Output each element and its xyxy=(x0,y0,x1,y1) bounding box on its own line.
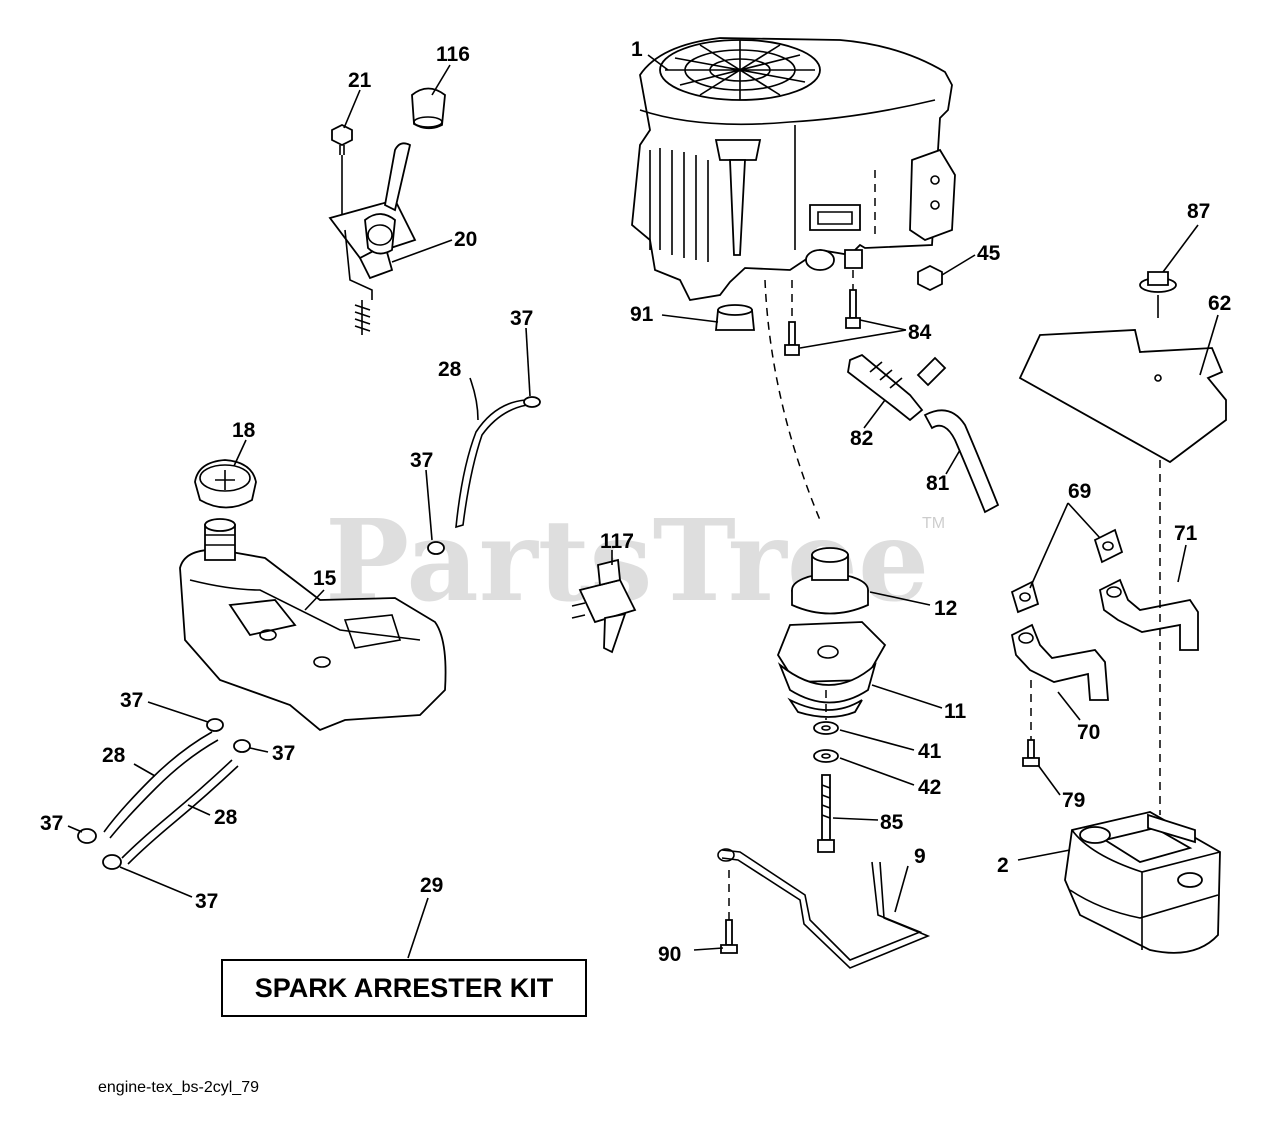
spark-arrester-kit-box[interactable]: SPARK ARRESTER KIT xyxy=(221,959,587,1017)
callout-2: 2 xyxy=(997,854,1009,877)
callout-117: 117 xyxy=(600,530,634,553)
callout-116: 116 xyxy=(436,43,470,66)
exhaust-pipe-right-part[interactable] xyxy=(1098,578,1199,651)
callout-12: 12 xyxy=(934,597,957,620)
callout-1: 1 xyxy=(631,38,643,61)
fuel-shutoff-valve-part[interactable] xyxy=(571,558,637,654)
callout-37-lower-d: 37 xyxy=(195,890,218,913)
fuel-cap-part[interactable] xyxy=(194,459,257,509)
flange-bolt-part[interactable] xyxy=(1139,271,1177,318)
callout-81: 81 xyxy=(926,472,950,495)
alignment-line xyxy=(764,279,821,521)
callout-labels: 1 116 21 20 91 45 84 87 62 82 81 37 28 3… xyxy=(40,38,1231,966)
callout-28-lower-a: 28 xyxy=(102,744,126,767)
muffler-part[interactable] xyxy=(1064,811,1221,954)
fuel-hose-lower-part[interactable] xyxy=(103,731,239,865)
callout-90: 90 xyxy=(658,943,681,966)
throttle-knob-part[interactable] xyxy=(411,87,446,130)
callout-21: 21 xyxy=(348,69,372,92)
callout-37-lower-a: 37 xyxy=(120,689,143,712)
callout-37-top: 37 xyxy=(510,307,533,330)
exhaust-bolt-part[interactable] xyxy=(1022,680,1040,767)
callout-28-top: 28 xyxy=(438,358,462,381)
callout-37-lower-c: 37 xyxy=(40,812,63,835)
heat-shield-part[interactable] xyxy=(1018,329,1227,464)
spacer-part[interactable] xyxy=(715,304,755,331)
throttle-control-part[interactable] xyxy=(328,123,417,335)
callout-42: 42 xyxy=(918,776,941,799)
callout-37-mid: 37 xyxy=(410,449,433,472)
fitting-part[interactable] xyxy=(847,353,947,422)
spark-arrester-kit-label: SPARK ARRESTER KIT xyxy=(255,973,554,1003)
rod-bolt-part[interactable] xyxy=(720,870,738,954)
callout-37-lower-b: 37 xyxy=(272,742,295,765)
bracket-rod-part[interactable] xyxy=(717,848,931,969)
callout-79: 79 xyxy=(1062,789,1085,812)
watermark-trademark: TM xyxy=(922,515,945,532)
hose-clamp-part[interactable] xyxy=(427,396,541,555)
lock-washer-part[interactable] xyxy=(813,749,839,763)
callout-15: 15 xyxy=(313,567,337,590)
callout-70: 70 xyxy=(1077,721,1100,744)
callout-29: 29 xyxy=(420,874,443,897)
callout-28-lower-b: 28 xyxy=(214,806,238,829)
pulley-part[interactable] xyxy=(791,547,869,615)
callout-18: 18 xyxy=(232,419,256,442)
fuel-tank-part[interactable] xyxy=(179,518,447,732)
callout-62: 62 xyxy=(1208,292,1231,315)
callout-91: 91 xyxy=(630,303,654,326)
exhaust-pipe-left-part[interactable] xyxy=(1010,623,1109,701)
callout-20: 20 xyxy=(454,228,477,251)
callout-leaders xyxy=(67,54,1219,959)
callout-85: 85 xyxy=(880,811,904,834)
diagram-caption: engine-tex_bs-2cyl_79 xyxy=(98,1079,259,1096)
callout-84: 84 xyxy=(908,321,932,344)
engine-bolts-part[interactable] xyxy=(784,270,861,356)
callout-69: 69 xyxy=(1068,480,1091,503)
exhaust-gasket-part[interactable] xyxy=(1010,528,1124,614)
clutch-bolt-part[interactable] xyxy=(817,774,835,853)
oil-drain-hose-part[interactable] xyxy=(923,409,1000,514)
callout-9: 9 xyxy=(914,845,926,868)
nut-part[interactable] xyxy=(917,264,943,292)
callout-71: 71 xyxy=(1174,522,1198,545)
callout-41: 41 xyxy=(918,740,942,763)
engine-part[interactable] xyxy=(631,37,956,301)
pto-clutch-part[interactable] xyxy=(776,621,887,718)
callout-11: 11 xyxy=(944,700,967,723)
fuel-hose-upper-part[interactable] xyxy=(455,399,528,529)
washer-part[interactable] xyxy=(813,721,839,735)
lower-clamps-part[interactable] xyxy=(77,718,251,870)
callout-45: 45 xyxy=(977,242,1001,265)
callout-87: 87 xyxy=(1187,200,1210,223)
callout-82: 82 xyxy=(850,427,873,450)
